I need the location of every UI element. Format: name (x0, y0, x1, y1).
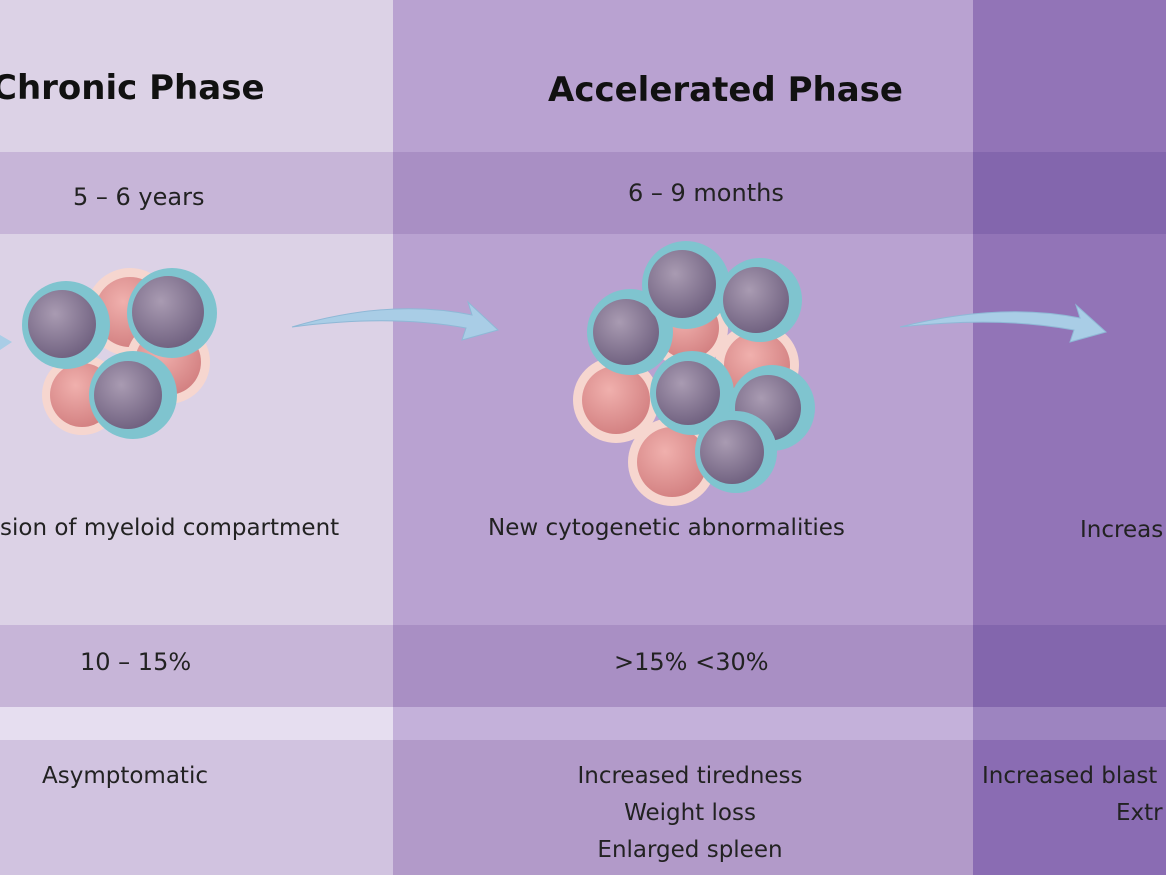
phase-duration: 6 – 9 months (628, 179, 784, 207)
phase-description: Increas (1080, 517, 1164, 543)
phase-description: sion of myeloid compartment (0, 515, 340, 541)
band-divider (393, 707, 973, 740)
symptom-item: Extr (1116, 800, 1163, 826)
symptom-list: Increased blast Extr (982, 758, 1163, 832)
phase-duration: 5 – 6 years (73, 183, 205, 211)
chronic-phase-column (0, 0, 393, 875)
blast-percentage: 10 – 15% (80, 648, 192, 676)
symptom-item: Enlarged spleen (597, 837, 783, 863)
progression-arrow-icon (899, 303, 1108, 343)
phase-title: Chronic Phase (0, 68, 265, 108)
symptoms-band (393, 740, 973, 875)
blasts-band (973, 625, 1166, 707)
phase-title: Accelerated Phase (548, 70, 903, 110)
blasts-band (393, 625, 973, 707)
symptom-item: Weight loss (624, 800, 756, 826)
symptoms-band (973, 740, 1166, 875)
progression-arrow-icon (0, 335, 12, 350)
blasts-band (0, 625, 393, 707)
blast-phase-column (973, 0, 1166, 875)
duration-band (0, 152, 393, 234)
band-divider (0, 707, 393, 740)
blast-percentage: >15% <30% (614, 648, 769, 676)
cell-cluster-icon (22, 268, 217, 439)
symptom-item: Increased tiredness (577, 763, 803, 789)
duration-band (393, 152, 973, 234)
band-divider (973, 707, 1166, 740)
symptoms-band (0, 740, 393, 875)
phase-description: New cytogenetic abnormalities (488, 515, 845, 541)
cell-cluster-icon (573, 241, 815, 506)
symptom-item: Asymptomatic (42, 763, 208, 789)
symptom-list: Asymptomatic (42, 758, 208, 795)
symptom-list: Increased tiredness Weight loss Enlarged… (560, 758, 820, 869)
symptom-item: Increased blast (982, 763, 1158, 789)
progression-arrow-icon (291, 300, 499, 341)
duration-band (973, 152, 1166, 234)
